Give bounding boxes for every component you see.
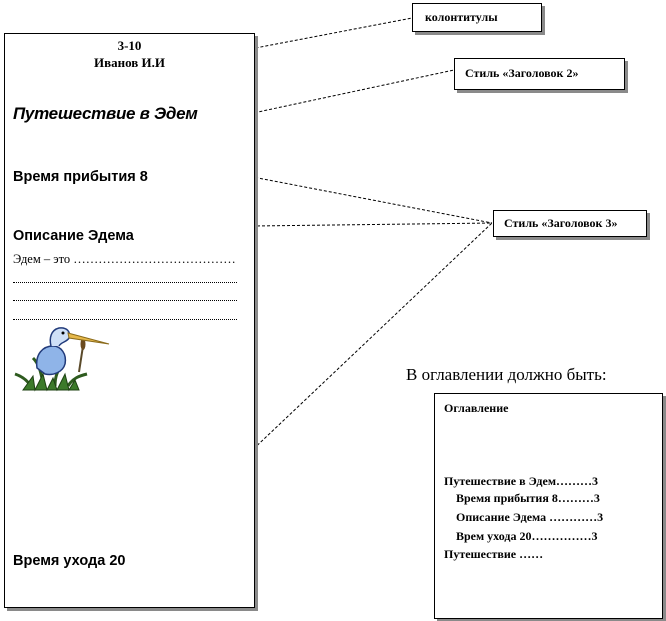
toc-preview: Оглавление Путешествие в Эдем………3 Время … bbox=[434, 393, 663, 619]
dotted-line bbox=[13, 282, 237, 283]
connector-heading2 bbox=[230, 70, 454, 118]
heading-3-departure: Время ухода 20 bbox=[13, 553, 125, 569]
body-text: Эдем – это ………………………………… bbox=[13, 252, 236, 267]
callout-headers-footers: колонтитулы bbox=[412, 3, 542, 32]
dotted-line bbox=[13, 319, 237, 320]
callout-heading2-style: Стиль «Заголовок 2» bbox=[454, 58, 625, 90]
heron-icon bbox=[13, 324, 113, 394]
callout-heading2-style-label: Стиль «Заголовок 2» bbox=[465, 66, 578, 81]
toc-title: Оглавление bbox=[444, 401, 508, 416]
document-page: 3-10 Иванов И.И Путешествие в Эдем Время… bbox=[4, 33, 255, 608]
toc-entry: Врем ухода 20……………3 bbox=[456, 529, 597, 544]
dotted-line bbox=[13, 300, 237, 301]
toc-entry: Путешествие …… bbox=[444, 547, 543, 562]
heading-2-title: Путешествие в Эдем bbox=[13, 104, 198, 124]
header-line-1: 3-10 bbox=[5, 38, 254, 54]
callout-headers-footers-label: колонтитулы bbox=[425, 10, 498, 25]
callout-heading3-style-label: Стиль «Заголовок 3» bbox=[504, 216, 617, 231]
toc-entry: Время прибытия 8………3 bbox=[456, 491, 600, 506]
toc-caption: В оглавлении должно быть: bbox=[406, 365, 607, 385]
toc-entry: Описание Эдема …………3 bbox=[456, 510, 603, 525]
callout-heading3-style: Стиль «Заголовок 3» bbox=[493, 210, 647, 237]
toc-entry: Путешествие в Эдем………3 bbox=[444, 474, 598, 489]
heading-3-arrival: Время прибытия 8 bbox=[13, 169, 148, 185]
heading-3-description: Описание Эдема bbox=[13, 228, 134, 244]
header-line-2: Иванов И.И bbox=[5, 55, 254, 71]
